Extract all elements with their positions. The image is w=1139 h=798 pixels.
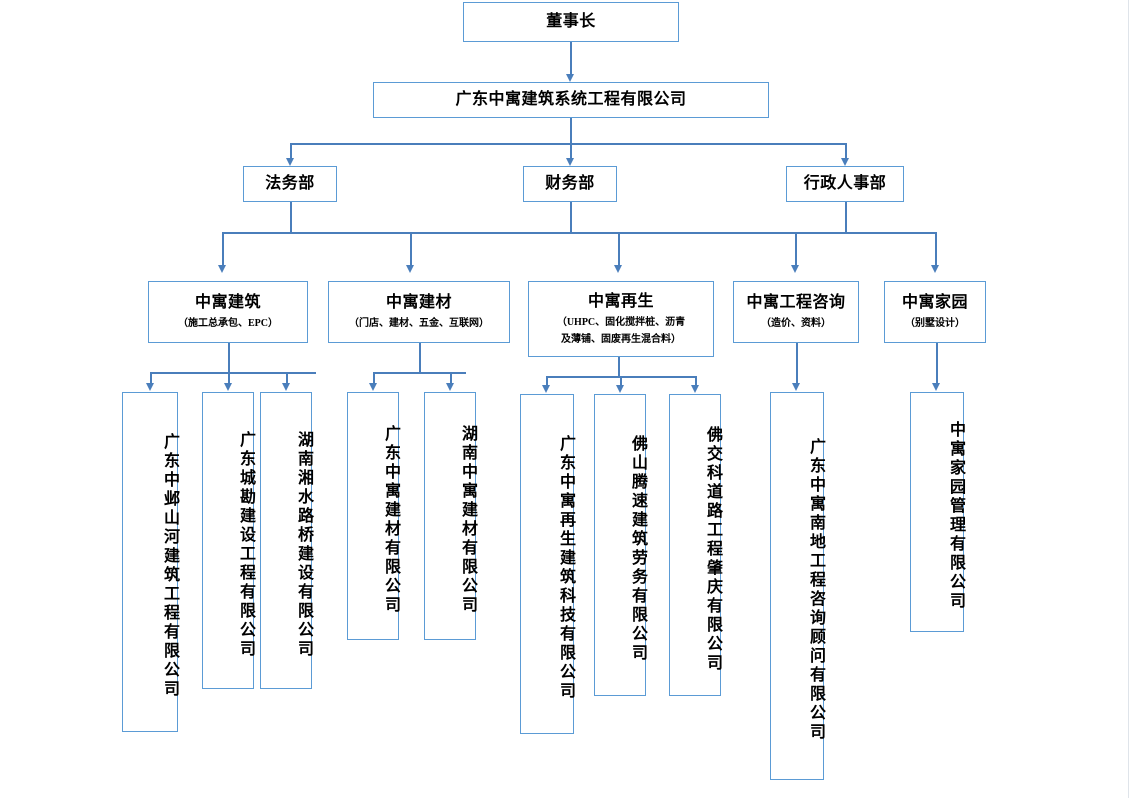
node-department-finance-label: 财务部 bbox=[545, 175, 595, 192]
node-division-consulting-label: 中寓工程咨询 bbox=[746, 294, 846, 311]
node-division-recycling-label: 中寓再生 bbox=[587, 292, 654, 310]
connector-department-bus bbox=[290, 143, 846, 145]
node-division-recycling-subtitle-line2: 及薄铺、固废再生混合料） bbox=[561, 333, 681, 345]
connector-drop-sub-6 bbox=[620, 376, 622, 388]
node-subsidiary-7[interactable]: 佛交科道路工程肇庆有限公司 bbox=[669, 394, 721, 696]
node-division-recycling-subtitle-line1: （UHPC、固化搅拌桩、沥青 bbox=[556, 316, 686, 328]
node-division-construction[interactable]: 中寓建筑 （施工总承包、EPC） bbox=[148, 281, 308, 343]
arrow-sub-8 bbox=[792, 383, 800, 391]
node-subsidiary-5[interactable]: 广东中寓再生建筑科技有限公司 bbox=[520, 394, 574, 734]
node-subsidiary-2[interactable]: 湖南湘水路桥建设有限公司 bbox=[260, 392, 312, 689]
node-subsidiary-6[interactable]: 佛山腾速建筑劳务有限公司 bbox=[594, 394, 646, 696]
connector-drop-sub-5 bbox=[546, 376, 548, 388]
arrow-sub-5 bbox=[542, 385, 550, 393]
connector-drop-div-0 bbox=[222, 232, 224, 268]
connector-materials-bus bbox=[373, 372, 466, 374]
node-division-consulting-subtitle: （造价、资料） bbox=[761, 318, 831, 329]
node-subsidiary-9[interactable]: 中寓家园管理有限公司 bbox=[910, 392, 964, 632]
node-division-home[interactable]: 中寓家园 （别墅设计） bbox=[884, 281, 986, 343]
connector-company-stem bbox=[570, 118, 572, 143]
arrow-div-3 bbox=[791, 265, 799, 273]
node-subsidiary-7-label: 佛交科道路工程肇庆有限公司 bbox=[704, 425, 721, 673]
arrow-div-0 bbox=[218, 265, 226, 273]
connector-drop-sub-4 bbox=[450, 372, 452, 386]
node-company[interactable]: 广东中寓建筑系统工程有限公司 bbox=[373, 82, 769, 118]
node-subsidiary-3-label: 广东中寓建材有限公司 bbox=[382, 425, 399, 615]
connector-division-bus bbox=[222, 232, 936, 234]
node-department-hr[interactable]: 行政人事部 bbox=[786, 166, 904, 202]
node-division-materials-label: 中寓建材 bbox=[385, 294, 452, 311]
arrow-chairman-to-company bbox=[566, 74, 574, 82]
arrow-sub-0 bbox=[146, 383, 154, 391]
node-division-materials-subtitle: （门店、建材、五金、互联网） bbox=[349, 318, 489, 329]
node-subsidiary-0[interactable]: 广东中邺山河建筑工程有限公司 bbox=[122, 392, 178, 732]
arrow-div-4 bbox=[931, 265, 939, 273]
arrow-sub-1 bbox=[224, 383, 232, 391]
connector-materials-stem bbox=[419, 343, 421, 372]
node-chairman-label: 董事长 bbox=[546, 13, 596, 30]
arrow-div-2 bbox=[614, 265, 622, 273]
node-subsidiary-3[interactable]: 广东中寓建材有限公司 bbox=[347, 392, 399, 640]
node-company-label: 广东中寓建筑系统工程有限公司 bbox=[455, 91, 687, 108]
connector-drop-div-1 bbox=[410, 232, 412, 268]
arrow-div-1 bbox=[406, 265, 414, 273]
connector-legal-stem bbox=[290, 202, 292, 232]
node-division-materials[interactable]: 中寓建材 （门店、建材、五金、互联网） bbox=[328, 281, 510, 343]
node-division-home-subtitle: （别墅设计） bbox=[905, 318, 965, 329]
node-subsidiary-1[interactable]: 广东城勘建设工程有限公司 bbox=[202, 392, 254, 689]
node-subsidiary-6-label: 佛山腾速建筑劳务有限公司 bbox=[629, 435, 646, 663]
connector-drop-dept-1 bbox=[570, 143, 572, 161]
arrow-sub-3 bbox=[369, 383, 377, 391]
node-department-finance[interactable]: 财务部 bbox=[523, 166, 617, 202]
node-subsidiary-2-label: 湖南湘水路桥建设有限公司 bbox=[295, 430, 312, 659]
node-subsidiary-1-label: 广东城勘建设工程有限公司 bbox=[237, 430, 254, 659]
connector-drop-sub-3 bbox=[373, 372, 375, 386]
connector-drop-div-2 bbox=[618, 232, 620, 268]
connector-recycling-stem bbox=[618, 357, 620, 376]
arrow-dept-1 bbox=[566, 158, 574, 166]
connector-drop-div-4 bbox=[935, 232, 937, 268]
node-department-legal[interactable]: 法务部 bbox=[243, 166, 337, 202]
node-subsidiary-5-label: 广东中寓再生建筑科技有限公司 bbox=[557, 435, 574, 701]
arrow-dept-2 bbox=[841, 158, 849, 166]
connector-drop-sub-0 bbox=[150, 372, 152, 386]
connector-drop-div-3 bbox=[795, 232, 797, 268]
arrow-dept-0 bbox=[286, 158, 294, 166]
node-subsidiary-9-label: 中寓家园管理有限公司 bbox=[947, 421, 964, 611]
arrow-sub-7 bbox=[691, 385, 699, 393]
node-division-recycling[interactable]: 中寓再生 （UHPC、固化搅拌桩、沥青 及薄铺、固废再生混合料） bbox=[528, 281, 714, 357]
node-department-hr-label: 行政人事部 bbox=[803, 175, 887, 192]
connector-home-stem bbox=[936, 343, 938, 386]
connector-drop-sub-7 bbox=[695, 376, 697, 388]
node-subsidiary-4[interactable]: 湖南中寓建材有限公司 bbox=[424, 392, 476, 640]
connector-drop-dept-2 bbox=[845, 143, 847, 161]
arrow-sub-4 bbox=[446, 383, 454, 391]
node-division-construction-label: 中寓建筑 bbox=[194, 294, 261, 311]
node-subsidiary-0-label: 广东中邺山河建筑工程有限公司 bbox=[161, 433, 178, 699]
connector-consulting-stem bbox=[796, 343, 798, 386]
node-subsidiary-8[interactable]: 广东中寓南地工程咨询顾问有限公司 bbox=[770, 392, 824, 780]
arrow-sub-6 bbox=[616, 385, 624, 393]
page-edge-line bbox=[1128, 0, 1129, 798]
connector-drop-dept-0 bbox=[290, 143, 292, 161]
connector-construction-stem bbox=[228, 343, 230, 372]
node-department-legal-label: 法务部 bbox=[265, 175, 315, 192]
node-division-consulting[interactable]: 中寓工程咨询 （造价、资料） bbox=[733, 281, 859, 343]
connector-drop-sub-1 bbox=[228, 372, 230, 386]
connector-chairman-to-company bbox=[570, 42, 572, 78]
node-chairman[interactable]: 董事长 bbox=[463, 2, 679, 42]
arrow-sub-2 bbox=[282, 383, 290, 391]
connector-construction-bus bbox=[150, 372, 316, 374]
node-subsidiary-4-label: 湖南中寓建材有限公司 bbox=[459, 425, 476, 615]
node-subsidiary-8-label: 广东中寓南地工程咨询顾问有限公司 bbox=[807, 438, 824, 742]
node-division-home-label: 中寓家园 bbox=[901, 294, 968, 311]
connector-drop-sub-2 bbox=[286, 372, 288, 386]
arrow-sub-9 bbox=[932, 383, 940, 391]
connector-hr-stem bbox=[845, 202, 847, 232]
connector-finance-stem bbox=[570, 202, 572, 232]
node-division-construction-subtitle: （施工总承包、EPC） bbox=[178, 318, 278, 329]
